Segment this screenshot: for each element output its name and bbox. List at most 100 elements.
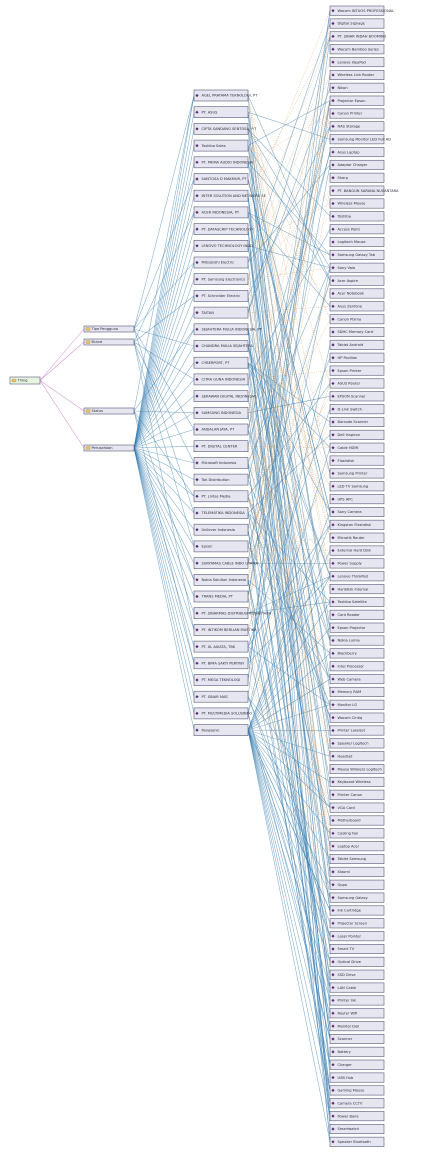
node-product[interactable]: Sony Vaio — [329, 262, 385, 273]
node-product[interactable]: Acer Notebook — [329, 288, 385, 299]
node-company[interactable]: SANTOSA D MAKMUR, PT — [193, 173, 249, 185]
node-product[interactable]: Smartwatch — [329, 1123, 385, 1134]
node-product[interactable]: Printer Ink — [329, 995, 385, 1006]
node-company[interactable]: Nokia Solution Indonesia — [193, 573, 249, 586]
node-company[interactable]: TELEMATIKA INDONESIA — [193, 507, 249, 519]
node-product[interactable]: Camera CCTV — [329, 1098, 385, 1109]
node-product[interactable]: Nikon — [329, 82, 385, 93]
node-product[interactable]: Memory RAM — [329, 686, 385, 697]
node-product[interactable]: Asus Laptop — [329, 147, 385, 158]
node-product[interactable]: LED TV Samsung — [329, 481, 385, 492]
node-product[interactable]: External Hard Disk — [329, 545, 385, 556]
node-product[interactable]: Wacom INTUOS PROFESSIONAL — [329, 5, 394, 16]
node-product[interactable]: Xiaomi — [329, 866, 385, 877]
node-company[interactable]: PT. PRIMA AUDIO INDONESIA — [193, 156, 254, 169]
node-product[interactable]: D-Link Switch — [329, 404, 385, 415]
node-product[interactable]: EPSON Scanner — [329, 391, 385, 402]
node-product[interactable]: Projector Screen — [329, 918, 385, 929]
node-product[interactable]: Samsung Galaxy — [329, 892, 385, 903]
node-category[interactable]: Perusahaan — [83, 444, 135, 452]
node-product[interactable]: Epson Projector — [329, 622, 385, 633]
node-product[interactable]: Digital Signage — [329, 18, 385, 29]
node-product[interactable]: SSD Drive — [329, 969, 385, 980]
node-product[interactable]: Monitor Dell — [329, 1021, 385, 1032]
node-company[interactable]: TAITAN — [193, 306, 249, 319]
node-company[interactable]: PT. SINARMAS DISTRIBUSI NUSANTARA — [193, 607, 272, 620]
node-product[interactable]: Lenovo IdeaPad — [329, 57, 385, 68]
node-category[interactable]: Brand — [83, 338, 135, 346]
node-company[interactable]: PT. DIGITAL CENTER — [193, 440, 249, 453]
node-product[interactable]: Dell Inspiron — [329, 429, 385, 440]
node-company[interactable]: INTER SOLUTION AND NETWORK SE — [193, 189, 267, 202]
node-product[interactable]: Cable HDMI — [329, 442, 385, 453]
node-company[interactable]: CHANDRA MULIA SEJAHTERA — [193, 340, 253, 352]
node-product[interactable]: Keyboard Wireless — [329, 776, 385, 787]
node-product[interactable]: Web Camera — [329, 674, 385, 685]
node-product[interactable]: Printer Canon — [329, 789, 385, 800]
node-company[interactable]: Toshiba Sales — [193, 139, 249, 152]
node-product[interactable]: Canon Printer — [329, 108, 385, 119]
node-company[interactable]: Panasonic — [193, 724, 249, 736]
node-product[interactable]: Tablet Android — [329, 339, 385, 350]
node-company[interactable]: ACER INDONESIA, PT — [193, 206, 249, 219]
node-product[interactable]: Laser Pointer — [329, 931, 385, 942]
node-company[interactable]: PT. Lintas Media — [193, 490, 249, 503]
node-product[interactable]: Projector Epson — [329, 95, 385, 106]
node-company[interactable]: SEKAWAN DIGITAL INDONESIA — [193, 390, 256, 402]
node-product[interactable]: Optical Drive — [329, 956, 385, 967]
node-product[interactable]: Motherboard — [329, 815, 385, 826]
node-product[interactable]: PT. BANGUN SARANA NUSANTARA — [329, 185, 399, 196]
node-product[interactable]: Microtik Router — [329, 532, 385, 543]
node-product[interactable]: Acer Aspire — [329, 275, 385, 286]
node-root[interactable]: Thing — [9, 376, 41, 385]
node-product[interactable]: Toshiba Satellite — [329, 596, 385, 607]
node-company[interactable]: SAMSUNG INDONESIA — [193, 406, 249, 419]
node-product[interactable]: Lenovo ThinkPad — [329, 571, 385, 582]
node-company[interactable]: Unilever Indonesia — [193, 523, 249, 536]
node-product[interactable]: Printer Laserjet — [329, 725, 385, 736]
node-product[interactable]: Speaker Bluetooth — [329, 1136, 385, 1147]
node-product[interactable]: ASUS Router — [329, 378, 385, 389]
node-product[interactable]: Wacom Bamboo Series — [329, 44, 385, 55]
node-company[interactable]: PT. ASUS — [193, 106, 249, 118]
node-product[interactable]: Smart TV — [329, 944, 385, 954]
node-product[interactable]: Wireless Mouse — [329, 198, 385, 209]
node-product[interactable]: Asus Zenfone — [329, 301, 385, 312]
node-company[interactable]: PT. MULTIMEDIA SOLUSINDO — [193, 707, 252, 720]
node-product[interactable]: Wacom Cintiq — [329, 712, 385, 723]
node-company[interactable]: Tok Distribution — [193, 473, 249, 486]
node-product[interactable]: USB Hub — [329, 1072, 385, 1083]
node-company[interactable]: PT. INTIKOM BERLIAN MUSTIKA — [193, 624, 257, 636]
node-company[interactable]: Microsoft Indonesia — [193, 457, 249, 469]
node-product[interactable]: VGA Card — [329, 802, 385, 813]
node-company[interactable]: AGEL PRATAMA TEKNOLOGI, PT — [193, 89, 258, 102]
node-product[interactable]: Power Bank — [329, 1111, 385, 1122]
node-product[interactable]: Mouse Wireless Logitech — [329, 764, 385, 775]
node-company[interactable]: ANDALAN JAYA, PT — [193, 423, 249, 436]
node-product[interactable]: Card Reader — [329, 609, 385, 620]
node-product[interactable]: Oppo — [329, 879, 385, 890]
node-product[interactable]: UPS APC — [329, 494, 385, 505]
node-product[interactable]: Gaming Mouse — [329, 1085, 385, 1096]
node-company[interactable]: TRANS MEDIA, PT — [193, 590, 249, 603]
node-company[interactable]: PT. MEGA TEKNOLOGI — [193, 674, 249, 686]
node-product[interactable]: Samsung Galaxy Tab — [329, 249, 385, 260]
node-company[interactable]: Epson — [193, 540, 249, 553]
node-product[interactable]: Tablet Samsung — [329, 854, 385, 865]
node-product[interactable]: NAS Storage — [329, 121, 385, 132]
node-product[interactable]: Sharp — [329, 172, 385, 183]
node-product[interactable]: HP Pavilion — [329, 352, 385, 363]
node-product[interactable]: Canon Pixma — [329, 314, 385, 325]
node-company[interactable]: PT. DATASCRIP TECHNOLOGY — [193, 223, 254, 235]
node-product[interactable]: Logitech Mouse — [329, 237, 385, 248]
node-company[interactable]: LENOVO TECHNOLOGY INDO — [193, 240, 253, 252]
node-product[interactable]: Battery — [329, 1046, 385, 1057]
node-product[interactable]: Samsung Monitor LED Full HD — [329, 134, 391, 145]
node-product[interactable]: Nokia Lumia — [329, 635, 385, 646]
node-product[interactable]: Access Point — [329, 224, 385, 235]
node-company[interactable]: CIPTA SANDANG SENTOSA, P.T — [193, 123, 257, 135]
node-product[interactable]: Flashdisk — [329, 455, 385, 466]
node-product[interactable]: Sony Camera — [329, 507, 385, 517]
node-company[interactable]: PT. XL AXIATA, TBK — [193, 640, 249, 653]
node-product[interactable]: Adaptor Charger — [329, 159, 385, 170]
